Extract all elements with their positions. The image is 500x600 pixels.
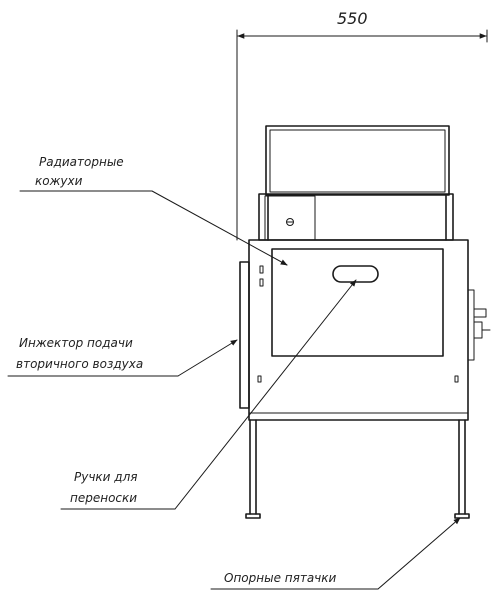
stove-body (239, 239, 469, 421)
side-injector-plate (239, 261, 250, 409)
callout-injector-line2: вторичного воздуха (16, 357, 143, 371)
upper-chamber (258, 193, 454, 241)
support-foot-right (454, 513, 470, 519)
callout-carry-handles: Ручки для переноски (60, 279, 357, 510)
callout-injector-line1: Инжектор подачи (19, 336, 133, 350)
radiator-panel (271, 248, 444, 357)
callout-radiator-line2: кожухи (35, 174, 83, 188)
top-frame (265, 125, 450, 241)
callout-handles-line2: переноски (70, 491, 137, 505)
callout-support-feet: Опорные пятачки (210, 517, 461, 590)
dimension-value: 550 (337, 9, 368, 28)
callout-radiator-line1: Радиаторные (39, 155, 124, 169)
legs (245, 419, 470, 519)
width-dimension: 550 (236, 9, 488, 241)
right-fittings (467, 289, 491, 361)
carry-handle (332, 265, 379, 283)
callout-radiator-covers: Радиаторные кожухи (19, 155, 288, 266)
callout-secondary-air-injector: Инжектор подачи вторичного воздуха (7, 336, 238, 377)
callout-handles-line1: Ручки для (74, 470, 137, 484)
support-foot-left (245, 513, 261, 519)
callout-feet-line1: Опорные пятачки (224, 571, 337, 585)
